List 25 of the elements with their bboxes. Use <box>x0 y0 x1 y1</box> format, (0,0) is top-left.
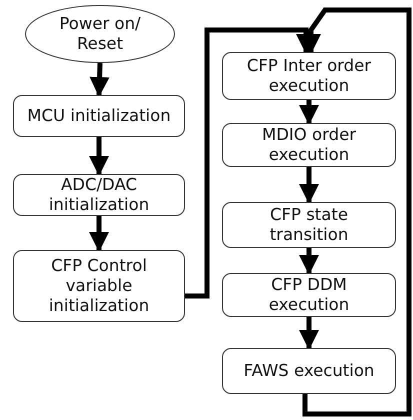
process-box <box>13 174 185 216</box>
step-label: CFP DDM execution <box>268 275 350 315</box>
arrow <box>299 100 319 125</box>
arrow <box>89 216 109 252</box>
step-label: CFP Control variable initialization <box>48 256 150 316</box>
process-box <box>13 250 185 322</box>
step-label: MCU initialization <box>27 106 171 126</box>
step-label: MDIO order execution <box>260 125 358 165</box>
arrow <box>301 8 412 416</box>
process-box <box>222 52 396 100</box>
arrow <box>89 137 109 176</box>
process-box <box>222 202 396 248</box>
step-label: Power on/ Reset <box>58 14 142 54</box>
step-label: CFP Inter order execution <box>246 56 372 96</box>
step-label: ADC/DAC initialization <box>48 175 150 215</box>
arrow <box>299 167 319 204</box>
step-label: CFP state transition <box>268 205 350 245</box>
process-box <box>222 273 396 317</box>
arrow <box>299 248 319 275</box>
process-box <box>13 95 185 137</box>
process-box <box>222 123 396 167</box>
arrow <box>90 62 110 97</box>
step-label: FAWS execution <box>244 361 374 381</box>
arrow <box>299 317 319 350</box>
process-box <box>222 348 396 394</box>
